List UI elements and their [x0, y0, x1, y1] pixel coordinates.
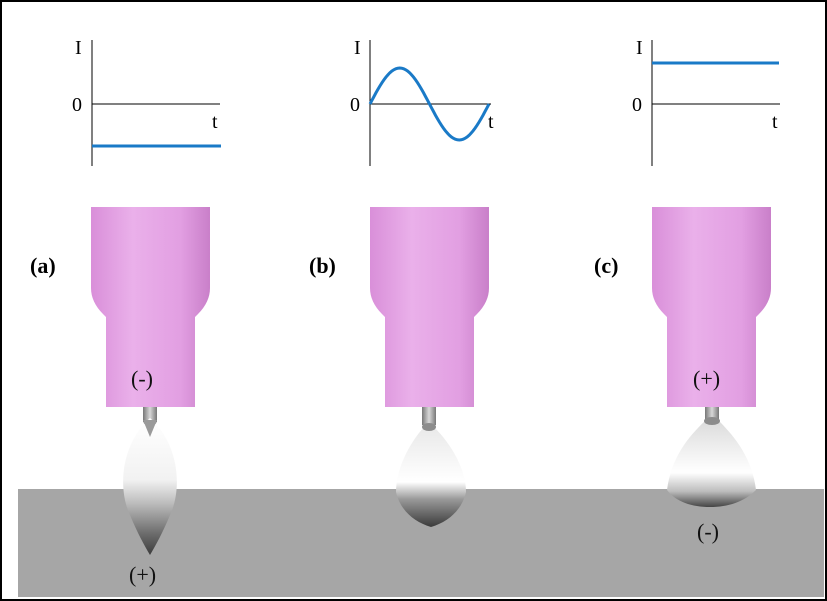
graph-c: I 0 t	[632, 37, 780, 166]
torch-b-tip-end	[422, 423, 436, 431]
torch-c: (c) (+) (-)	[594, 207, 771, 544]
panel-c-electrode-polarity: (+)	[693, 366, 720, 391]
torch-a-arc	[123, 418, 177, 555]
torch-a-arc-notch	[143, 420, 157, 437]
torch-b-nozzle	[370, 207, 489, 407]
graph-a-x-label: t	[212, 111, 218, 133]
panel-c-label: (c)	[594, 253, 618, 278]
torch-a-electrode-tip	[143, 407, 157, 422]
graph-b-zero-label: 0	[350, 94, 360, 116]
graph-b-x-label: t	[488, 111, 494, 133]
graph-c-x-label: t	[772, 111, 778, 133]
graph-a: I 0 t	[72, 37, 221, 166]
graph-a-y-label: I	[75, 37, 82, 59]
panel-a-workpiece-polarity: (+)	[129, 562, 156, 587]
torch-a-nozzle	[91, 207, 210, 407]
panel-c-workpiece-polarity: (-)	[697, 519, 719, 544]
panel-a-electrode-polarity: (-)	[131, 366, 153, 391]
torch-c-tip-end	[704, 417, 720, 425]
graph-b-waveform	[368, 66, 491, 142]
graph-b-y-label: I	[354, 37, 361, 59]
panel-a-label: (a)	[30, 253, 56, 278]
panel-b-label: (b)	[309, 253, 336, 278]
graph-c-y-label: I	[636, 37, 643, 59]
torch-c-nozzle	[652, 207, 771, 407]
torch-b: (b)	[309, 207, 489, 527]
graph-c-zero-label: 0	[632, 94, 642, 116]
torch-c-arc	[667, 421, 756, 507]
graph-a-zero-label: 0	[72, 94, 82, 116]
torch-b-electrode-tip	[422, 407, 436, 425]
torch-b-arc	[396, 427, 466, 527]
graph-b: I 0 t	[350, 37, 494, 166]
torch-a: (a) (-) (+)	[30, 207, 210, 587]
